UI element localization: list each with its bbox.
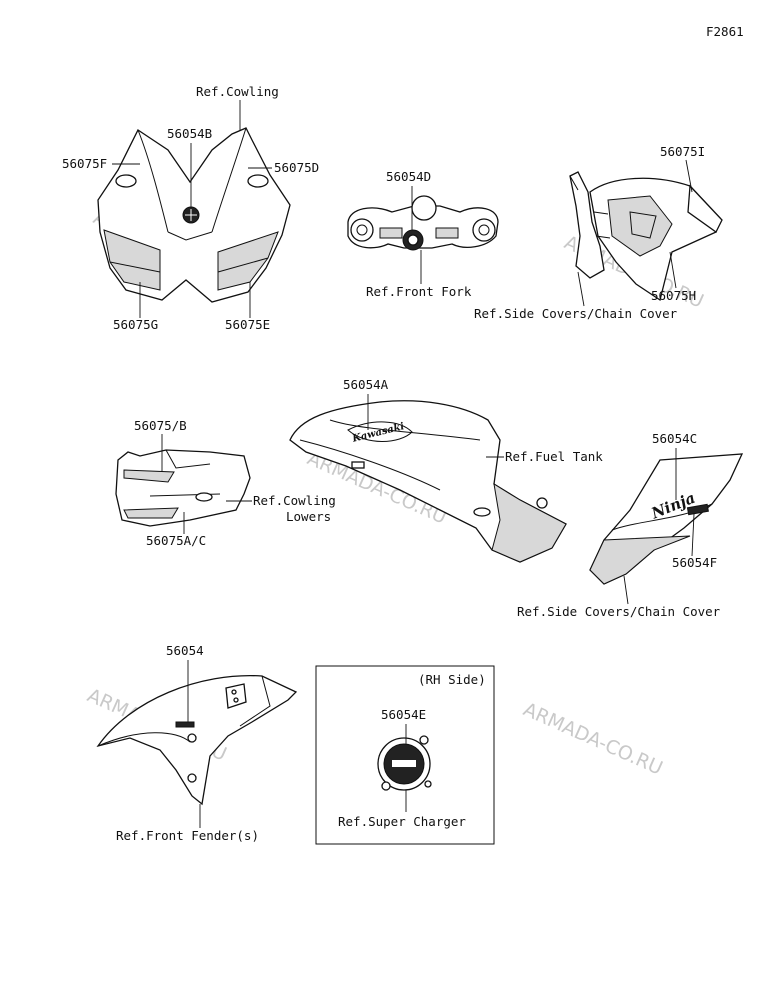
label-ref-cowling-lowers-2: Lowers — [286, 509, 331, 524]
label-56054: 56054 — [166, 643, 204, 658]
label-56054B: 56054B — [167, 126, 212, 141]
front-fork-clamp-drawing[interactable] — [347, 195, 499, 251]
label-56075I: 56075I — [660, 144, 705, 159]
label-56075D: 56075D — [274, 160, 319, 175]
watermark: ARMADA-CO.RU — [520, 698, 666, 779]
rh-side-frame — [315, 665, 495, 845]
label-ref-front-fork: Ref.Front Fork — [366, 284, 472, 299]
label-ref-cowling-lowers-1: Ref.Cowling — [253, 493, 336, 508]
front-fender-drawing[interactable] — [96, 674, 298, 806]
side-cover-ninja-drawing[interactable]: Ninja — [589, 453, 744, 585]
label-ref-front-fender: Ref.Front Fender(s) — [116, 828, 259, 843]
cowling-drawing[interactable] — [97, 127, 291, 303]
cowling-lowers-drawing[interactable] — [115, 449, 251, 527]
figure-code: F2861 — [706, 24, 744, 39]
label-56075AC: 56075A/C — [146, 533, 206, 548]
label-56075G: 56075G — [113, 317, 158, 332]
label-ref-side-covers-top: Ref.Side Covers/Chain Cover — [474, 306, 678, 321]
fuel-tank-drawing[interactable]: Kawasaki — [289, 400, 567, 563]
label-56075E: 56075E — [225, 317, 270, 332]
label-ref-side-covers-mid: Ref.Side Covers/Chain Cover — [517, 604, 721, 619]
label-56054A: 56054A — [343, 377, 389, 392]
label-56054F: 56054F — [672, 555, 717, 570]
label-56054E: 56054E — [381, 707, 426, 722]
label-56075H: 56075H — [651, 288, 696, 303]
label-56054D: 56054D — [386, 169, 431, 184]
tail-cover-drawing[interactable] — [569, 171, 723, 302]
label-56054C: 56054C — [652, 431, 697, 446]
label-rh-side: (RH Side) — [418, 672, 486, 687]
label-ref-fuel-tank: Ref.Fuel Tank — [505, 449, 603, 464]
label-ref-super-charger: Ref.Super Charger — [338, 814, 466, 829]
label-56075F: 56075F — [62, 156, 107, 171]
super-charger-drawing[interactable] — [377, 735, 432, 791]
label-ref-cowling: Ref.Cowling — [196, 84, 279, 99]
label-56075B: 56075/B — [134, 418, 187, 433]
